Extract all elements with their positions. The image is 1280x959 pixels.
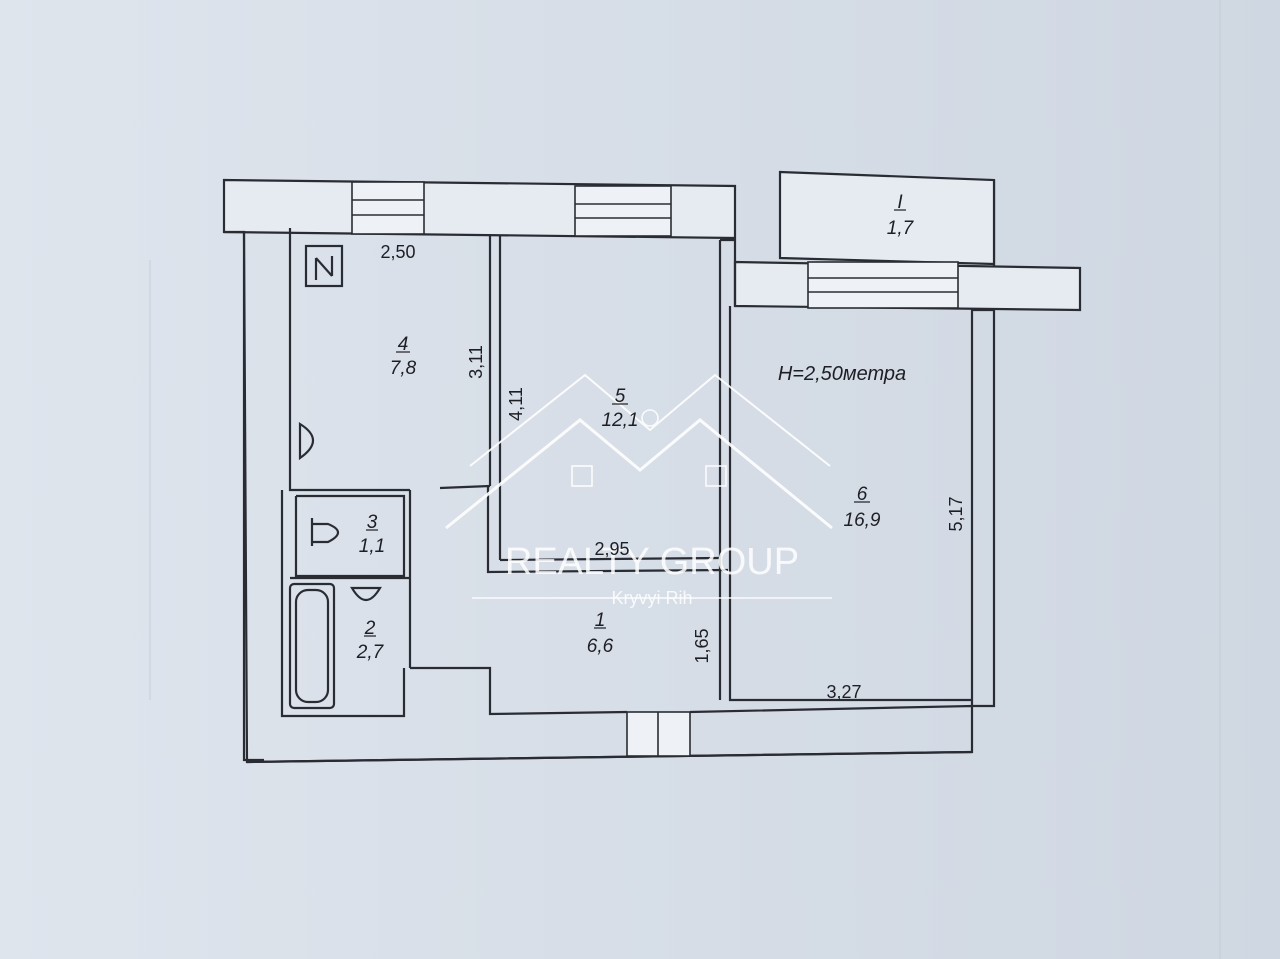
ceiling-height: H=2,50метра <box>778 363 906 385</box>
interior-walls <box>280 228 972 718</box>
windows <box>351 181 959 757</box>
watermark-logo <box>445 373 833 599</box>
balcony-area: 1,7 <box>887 218 915 239</box>
dim-room5-width: 2,95 <box>594 539 629 559</box>
balcony-number: I <box>897 192 903 213</box>
room-3-area: 1,1 <box>359 536 385 557</box>
dim-room6-length: 5,17 <box>946 496 966 531</box>
room-2-area: 2,7 <box>356 642 385 663</box>
watermark-city: Kryvyi Rih <box>611 588 692 608</box>
dim-kitchen-length: 3,11 <box>466 345 486 379</box>
room-5-number: 5 <box>615 386 626 407</box>
room-1-area: 6,6 <box>587 636 614 657</box>
watermark-brand: REALTY GROUP <box>505 541 799 583</box>
room-4-area: 7,8 <box>390 358 417 379</box>
room-3-number: 3 <box>367 512 378 533</box>
room-6-number: 6 <box>857 484 868 505</box>
room-6-area: 16,9 <box>844 510 881 531</box>
paper-lines <box>149 0 1221 959</box>
room-2-number: 2 <box>364 618 376 639</box>
room-1-number: 1 <box>595 610 606 631</box>
dim-hall-width: 1,65 <box>692 628 712 663</box>
dim-kitchen-width: 2,50 <box>380 242 415 262</box>
dim-room5-length: 4,11 <box>506 387 526 421</box>
room-4-number: 4 <box>398 334 409 355</box>
dim-room6-width: 3,27 <box>826 682 861 702</box>
walls <box>222 170 1082 764</box>
room-5-area: 12,1 <box>602 410 639 431</box>
